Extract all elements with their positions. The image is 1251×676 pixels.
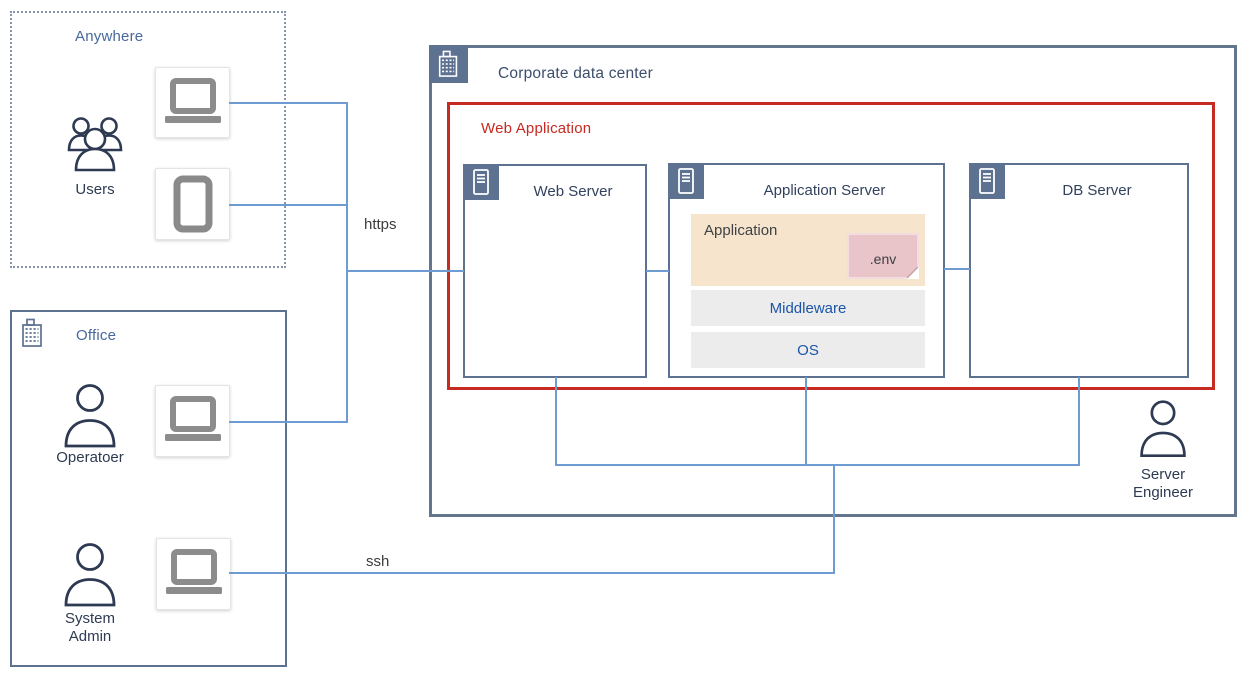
- server-engineer-person-icon: [1140, 400, 1186, 458]
- web-server-chip: [463, 164, 499, 200]
- zone-datacenter-label: Corporate data center: [498, 65, 653, 82]
- zone-office-label: Office: [76, 327, 117, 344]
- db-server-box: DB Server: [969, 163, 1189, 378]
- application-block: Application .env: [691, 214, 925, 286]
- application-label: Application: [704, 222, 778, 239]
- env-file-label: .env: [869, 251, 897, 267]
- operator-person-icon: [64, 384, 116, 448]
- web-server-box: Web Server: [463, 164, 647, 378]
- server-icon: [473, 169, 489, 195]
- os-block: OS: [691, 332, 925, 368]
- db-server-title: DB Server: [1062, 182, 1132, 199]
- server-icon: [979, 168, 995, 194]
- office-building-icon: [22, 318, 42, 347]
- env-file-note: .env: [847, 233, 919, 279]
- server-engineer-label: Server Engineer: [1132, 466, 1194, 501]
- os-label: OS: [797, 341, 819, 359]
- middleware-block: Middleware: [691, 290, 925, 326]
- db-server-chip: [969, 163, 1005, 199]
- https-label: https: [364, 216, 397, 233]
- datacenter-chip: [429, 45, 468, 83]
- app-server-chip: [668, 163, 704, 199]
- middleware-label: Middleware: [769, 299, 847, 317]
- laptop-icon: [164, 77, 221, 123]
- mobile-icon: [173, 175, 212, 233]
- ssh-label: ssh: [366, 553, 390, 570]
- user-laptop-card: [155, 67, 230, 138]
- operator-label: Operatoer: [56, 449, 124, 466]
- laptop-icon: [164, 396, 221, 441]
- user-mobile-card: [155, 168, 230, 240]
- zone-anywhere: Anywhere: [10, 11, 286, 268]
- web-server-title: Web Server: [533, 183, 613, 200]
- app-server-box: Application Server Application .env Midd…: [668, 163, 945, 378]
- note-fold-icon: [906, 266, 919, 279]
- operator-laptop-card: [155, 385, 230, 457]
- users-group-icon: [67, 117, 123, 172]
- server-icon: [678, 168, 694, 194]
- system-admin-laptop-card: [156, 538, 231, 610]
- zone-office: Office: [10, 310, 287, 667]
- zone-web-application-label: Web Application: [481, 120, 592, 137]
- zone-anywhere-label: Anywhere: [75, 28, 144, 45]
- system-admin-label: System Admin: [64, 610, 115, 645]
- app-server-title: Application Server: [763, 182, 886, 199]
- laptop-icon: [165, 549, 222, 594]
- datacenter-building-icon: [438, 50, 457, 77]
- zone-datacenter: Corporate data center Web Application We…: [429, 45, 1237, 517]
- users-label: Users: [75, 181, 115, 198]
- system-admin-person-icon: [64, 543, 116, 607]
- zone-web-application: Web Application: [447, 102, 1215, 390]
